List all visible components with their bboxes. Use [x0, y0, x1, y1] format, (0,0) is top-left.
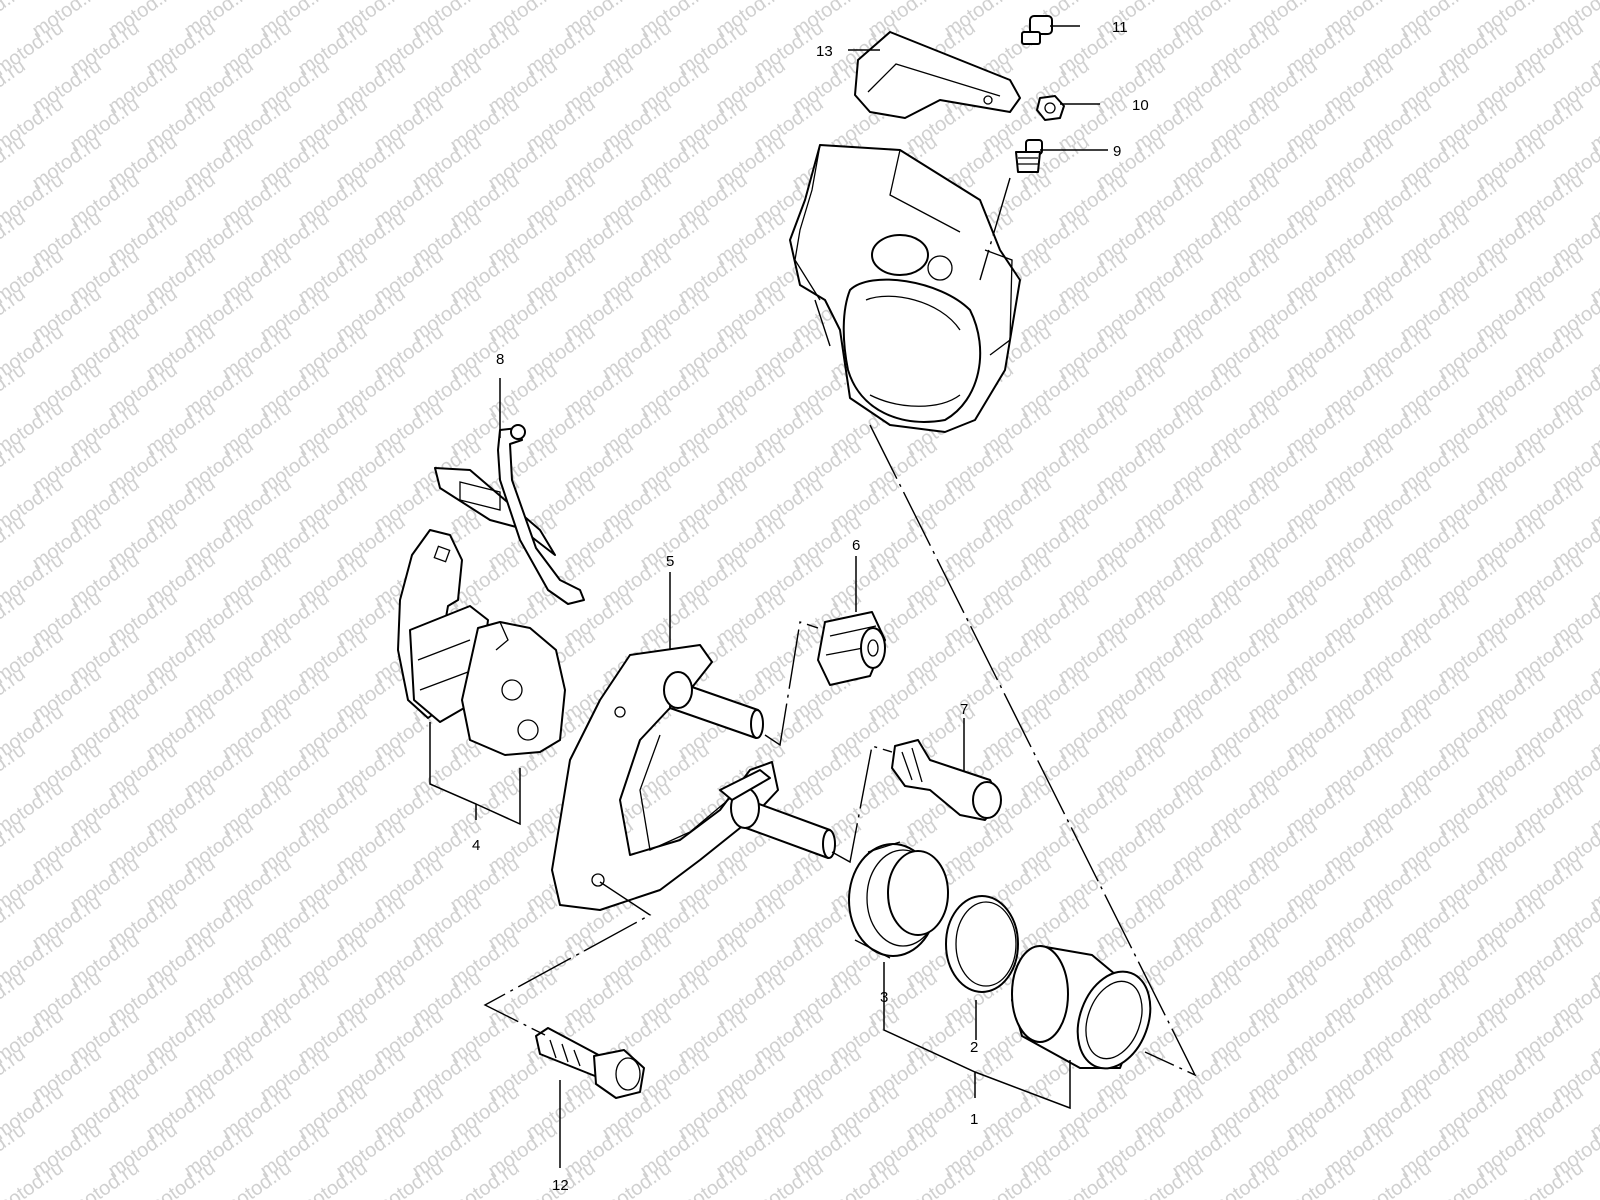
callout-10: 10 [1132, 97, 1149, 114]
callout-4: 4 [472, 837, 480, 854]
callout-5: 5 [666, 553, 674, 570]
part-9-bleeder-screw [1015, 139, 1043, 173]
callout-6: 6 [852, 537, 860, 554]
part-3-dust-seal [848, 841, 949, 959]
callout-7: 7 [960, 701, 968, 718]
callout-8: 8 [496, 351, 504, 368]
watermark-text: motod.ru [0, 0, 30, 42]
callout-3: 3 [880, 989, 888, 1006]
callout-1: 1 [970, 1111, 978, 1128]
callout-13: 13 [816, 43, 833, 60]
part-2-piston-seal [945, 895, 1019, 993]
callout-9: 9 [1113, 143, 1121, 160]
callout-12: 12 [552, 1177, 569, 1194]
callout-2: 2 [970, 1039, 978, 1056]
callout-11: 11 [1112, 19, 1128, 36]
part-10-nut [1036, 95, 1065, 121]
part-6-boot [817, 611, 886, 686]
watermark-text: motod.ru [1586, 1157, 1600, 1200]
